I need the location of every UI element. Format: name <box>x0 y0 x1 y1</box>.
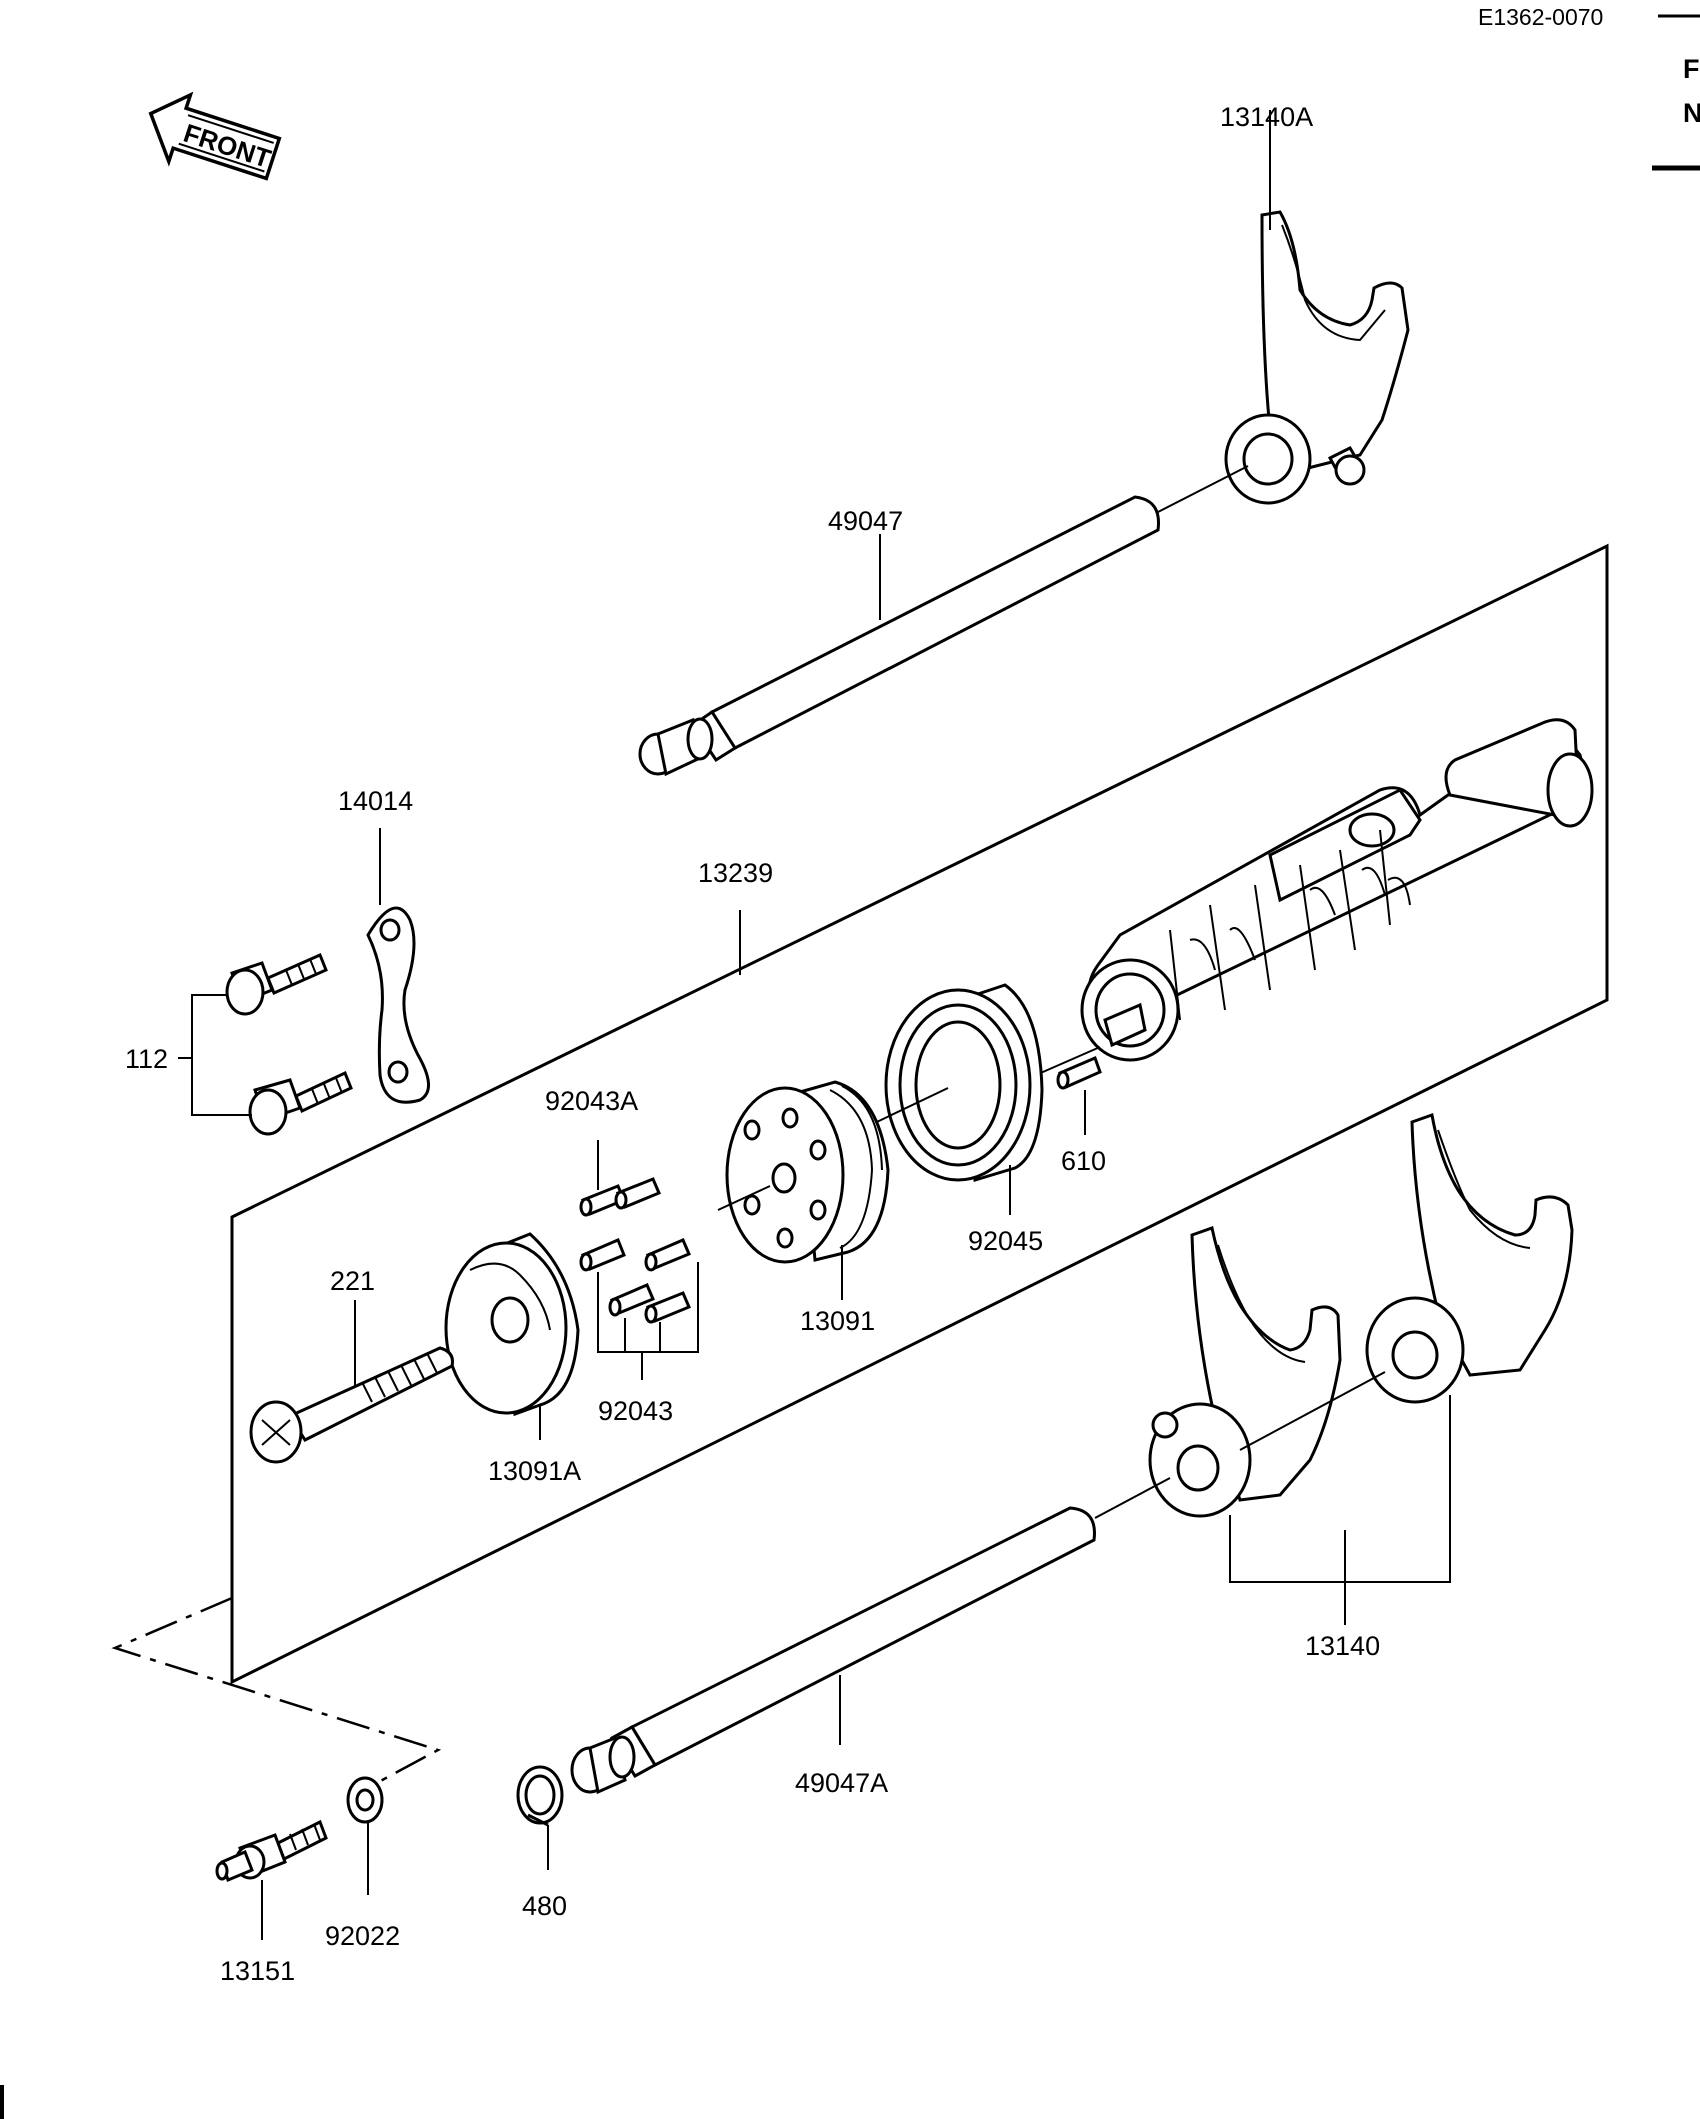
edge-fragment-n: N <box>1683 98 1700 128</box>
label-13140a: 13140A <box>1220 102 1313 132</box>
cam-13091 <box>725 1080 890 1264</box>
shift-fork-13140a <box>1224 210 1410 505</box>
screw-221 <box>249 1346 454 1464</box>
bolt-112-lower <box>248 1070 353 1136</box>
shift-fork-13140-front <box>1148 1226 1342 1518</box>
bearing-92045 <box>884 983 1044 1182</box>
plate-13091a <box>444 1232 580 1417</box>
label-13091a: 13091A <box>488 1456 581 1486</box>
label-13140: 13140 <box>1305 1631 1380 1661</box>
label-13091: 13091 <box>800 1306 875 1336</box>
neutral-switch-13151 <box>215 1819 328 1883</box>
circlip-480 <box>516 1765 564 1827</box>
label-610: 610 <box>1061 1146 1106 1176</box>
front-arrow-icon: FRONT <box>148 91 282 181</box>
label-92043a: 92043A <box>545 1086 638 1116</box>
shift-rod-49047 <box>638 495 1161 777</box>
edge-fragment-f: F <box>1683 54 1700 84</box>
bracket-14014 <box>366 906 430 1104</box>
bolt-112-upper <box>225 952 328 1016</box>
label-112: 112 <box>125 1044 168 1074</box>
label-92043: 92043 <box>598 1396 673 1426</box>
shift-fork-13140-rear <box>1365 1113 1574 1404</box>
pins-92043 <box>579 1177 691 1324</box>
assembly-panel <box>230 543 1609 1685</box>
label-13151: 13151 <box>220 1956 295 1986</box>
pin-610 <box>1056 1055 1102 1090</box>
label-92045: 92045 <box>968 1226 1043 1256</box>
shift-rod-49047a <box>570 1506 1096 1795</box>
shift-drum <box>1080 718 1594 1062</box>
label-13239: 13239 <box>698 858 773 888</box>
label-221: 221 <box>330 1266 375 1296</box>
diagram-code: E1362-0070 <box>1478 4 1603 30</box>
label-49047a: 49047A <box>795 1768 888 1798</box>
label-92022: 92022 <box>325 1921 400 1951</box>
label-14014: 14014 <box>338 786 413 816</box>
label-480: 480 <box>522 1891 567 1921</box>
label-49047: 49047 <box>828 506 903 536</box>
washer-92022 <box>346 1776 384 1824</box>
